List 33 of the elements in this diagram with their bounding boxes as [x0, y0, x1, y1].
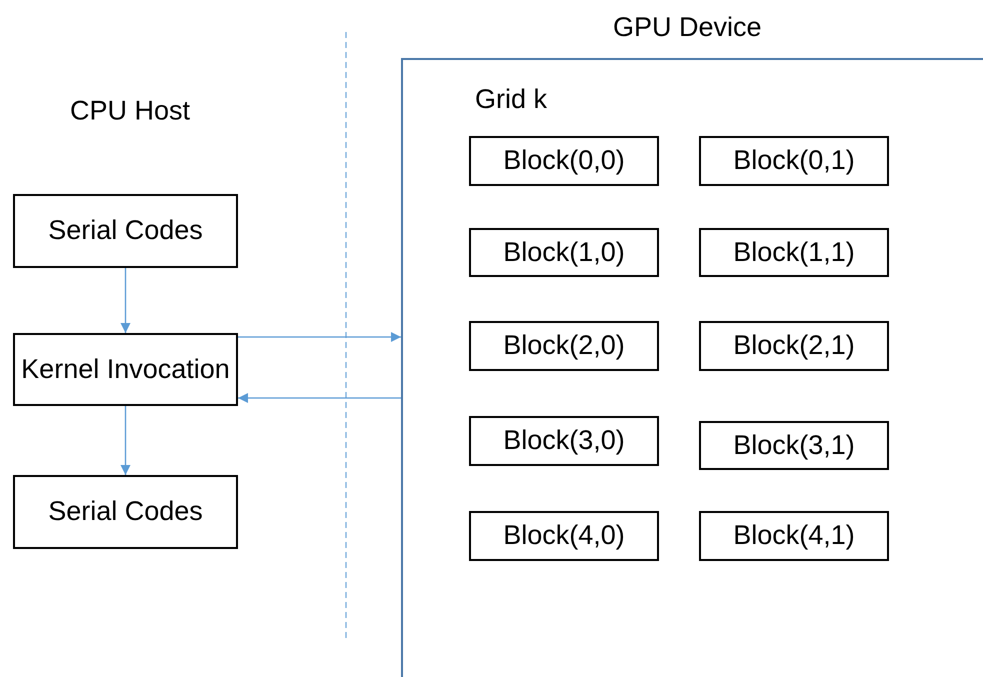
box-label: Block(4,0) — [503, 519, 625, 552]
process-box — [13, 333, 238, 406]
process-box — [13, 194, 238, 268]
grid-heading: Grid k — [475, 84, 548, 115]
process-box — [699, 136, 889, 186]
box-label: Block(2,0) — [503, 329, 625, 362]
arrow — [238, 393, 401, 403]
box-label: Serial Codes — [48, 214, 203, 248]
box-label: Block(3,0) — [503, 424, 625, 458]
process-box — [699, 321, 889, 371]
box-label: Block(4,1) — [733, 519, 855, 552]
section-title: CPU Host — [70, 96, 190, 126]
process-box — [469, 321, 659, 371]
box-label: Block(1,0) — [503, 236, 625, 269]
box-label: Kernel Invocation — [21, 352, 230, 386]
box-label: Serial Codes — [48, 495, 203, 528]
process-box — [469, 511, 659, 561]
process-box — [469, 136, 659, 186]
box-label: Block(3,1) — [733, 428, 855, 462]
process-box — [13, 475, 238, 549]
process-box — [469, 416, 659, 466]
arrow — [238, 332, 401, 342]
arrow — [120, 406, 130, 475]
panel-title: GPU Device — [613, 12, 762, 43]
box-label: Block(0,1) — [733, 144, 855, 178]
box-label: Block(1,1) — [733, 236, 855, 269]
process-box — [699, 228, 889, 277]
box-label: Block(2,1) — [733, 329, 855, 362]
process-box — [469, 228, 659, 277]
process-box — [699, 511, 889, 561]
box-label: Block(0,0) — [503, 144, 625, 178]
process-box — [699, 421, 889, 470]
arrow — [120, 268, 130, 333]
